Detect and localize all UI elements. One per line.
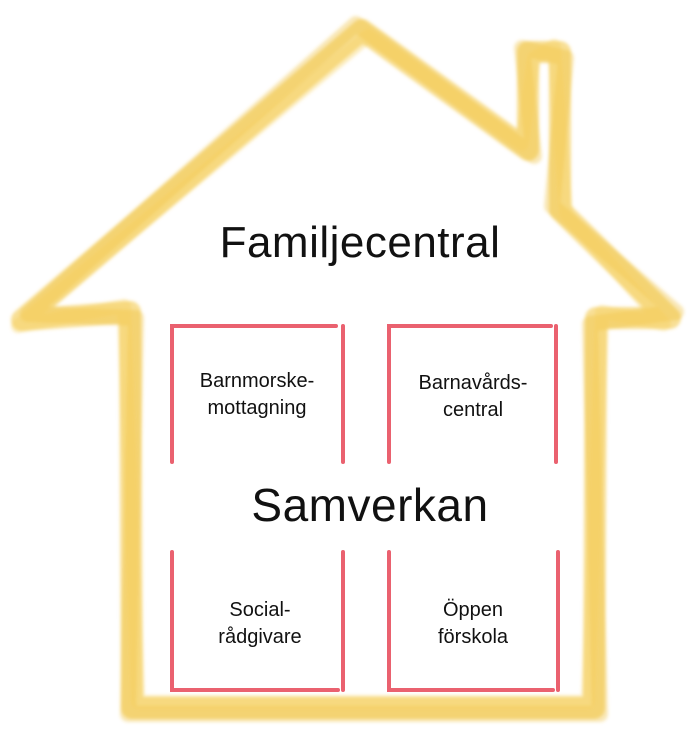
room-label-line2: central — [442, 399, 504, 421]
room-social-counselor: Social- rådgivare — [175, 597, 345, 651]
room-frame-top-left — [170, 324, 345, 464]
room-label-line1: Barnmorske- — [199, 370, 315, 392]
room-label-line2: rådgivare — [218, 626, 302, 648]
room-label-line2: mottagning — [207, 397, 307, 419]
room-frame-bottom-right — [387, 550, 560, 692]
room-midwife-clinic: Barnmorske- mottagning — [172, 368, 342, 422]
house-outline — [11, 16, 684, 722]
room-frame-bottom-left — [170, 550, 345, 692]
room-open-preschool: Öppen förskola — [388, 597, 558, 651]
room-label-line1: Social- — [229, 599, 291, 621]
room-outlines — [170, 324, 560, 692]
room-frame-top-right — [387, 324, 558, 464]
center-label: Samverkan — [251, 479, 489, 531]
room-child-health-center: Barnavårds- central — [388, 370, 558, 424]
diagram-title: Familjecentral — [219, 218, 501, 267]
room-label-line1: Öppen — [442, 599, 504, 621]
room-label-line2: förskola — [437, 626, 509, 648]
room-label-line1: Barnavårds- — [418, 372, 528, 394]
